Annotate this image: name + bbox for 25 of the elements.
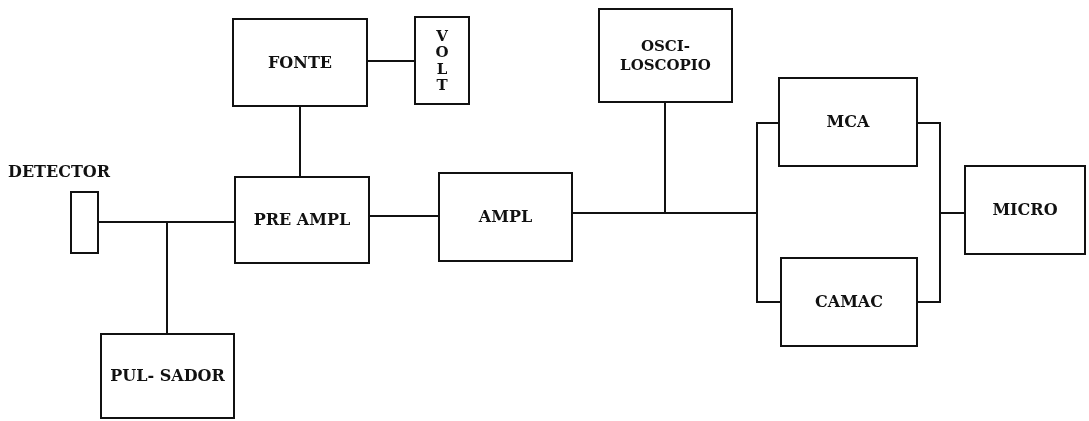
block-label: CAMAC <box>815 292 883 312</box>
block-box <box>438 172 573 262</box>
block-label: OSCI- LOSCOPIO <box>619 36 712 75</box>
connector-line <box>299 106 301 177</box>
block-box <box>234 176 370 264</box>
block-label: MICRO <box>992 200 1058 220</box>
block-label: FONTE <box>268 52 332 73</box>
block-label: AMPL <box>478 207 533 227</box>
block-box <box>100 333 235 419</box>
block-box <box>598 8 733 103</box>
block-box <box>964 165 1086 255</box>
connector-line <box>917 212 965 303</box>
block-label: PUL- SADOR <box>110 366 225 386</box>
detector-label: DETECTOR <box>8 162 111 181</box>
block-box <box>778 77 918 167</box>
connector-line <box>369 215 439 217</box>
block-box <box>232 18 368 107</box>
block-box <box>414 16 470 105</box>
connector-line <box>166 221 235 334</box>
vertical-label: VOLT <box>434 27 450 94</box>
block-label: PRE AMPL <box>253 210 351 230</box>
connector-line <box>367 60 415 62</box>
block-label: MCA <box>826 112 870 132</box>
connector-line <box>572 212 781 303</box>
block-box <box>780 257 918 347</box>
